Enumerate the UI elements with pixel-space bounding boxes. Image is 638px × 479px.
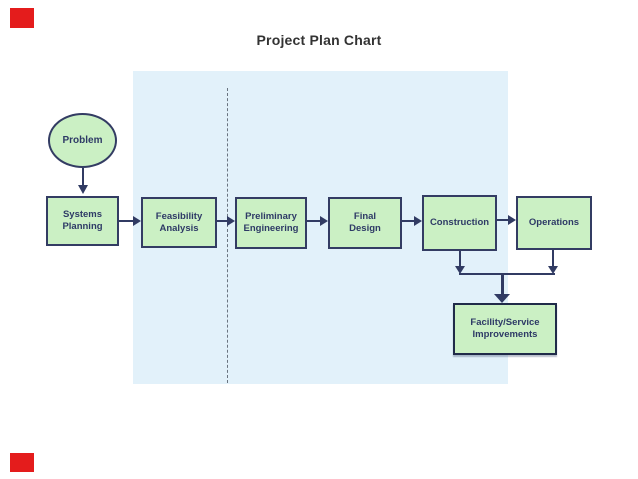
edge-facility-drop-line [501, 275, 504, 294]
node-facility-service-improvements: Facility/Service Improvements [453, 303, 557, 355]
page-title: Project Plan Chart [256, 32, 382, 48]
edge-construction-drop-line [459, 251, 461, 266]
edge-problem-systems-line [82, 168, 84, 185]
node-final-design-label-line2: Design [349, 223, 381, 234]
edge-operations-drop-line [552, 250, 554, 266]
node-feasibility-analysis-label-line2: Analysis [159, 222, 199, 234]
node-feasibility-analysis-label-line1: Feasibility [155, 210, 203, 222]
node-preliminary-engineering-label-line1: Preliminary [245, 211, 297, 222]
edge-facility-drop-arrowhead-icon [494, 294, 510, 303]
node-preliminary-engineering: Preliminary Engineering [235, 197, 307, 249]
edge-preliminary-final-arrowhead-icon [320, 216, 328, 226]
edge-operations-drop-arrowhead-icon [548, 266, 558, 274]
node-problem: Problem [48, 113, 117, 168]
edge-final-construction-line [402, 220, 415, 222]
edge-feasibility-preliminary-arrowhead-icon [227, 216, 235, 226]
edge-collector-line [459, 273, 555, 275]
node-systems-planning: Systems Planning [46, 196, 119, 246]
edge-problem-systems-arrowhead-icon [78, 185, 88, 194]
edge-preliminary-final-line [307, 220, 321, 222]
red-marker-top-left [10, 8, 34, 28]
node-systems-planning-label-line2: Planning [62, 221, 103, 232]
node-operations: Operations [516, 196, 592, 250]
node-facility-label-line2: Improvements [472, 329, 538, 340]
node-preliminary-engineering-label-line2: Engineering [243, 223, 299, 234]
node-operations-label: Operations [528, 217, 580, 228]
node-problem-label: Problem [62, 134, 103, 146]
node-construction-label: Construction [429, 217, 490, 228]
node-systems-planning-label-line1: Systems [62, 209, 103, 220]
node-final-design: Final Design [328, 197, 402, 249]
node-facility-label-line1: Facility/Service [470, 317, 540, 328]
edge-feasibility-preliminary-line [217, 220, 228, 222]
edge-construction-operations-line [497, 219, 509, 221]
edge-systems-feasibility-line [119, 220, 134, 222]
dashed-phase-divider [227, 88, 228, 383]
red-marker-bottom-left [10, 453, 34, 472]
node-feasibility-analysis: Feasibility Analysis [141, 197, 217, 248]
edge-final-construction-arrowhead-icon [414, 216, 422, 226]
node-final-design-label-line1: Final [353, 211, 377, 222]
node-construction: Construction [422, 195, 497, 251]
edge-systems-feasibility-arrowhead-icon [133, 216, 141, 226]
edge-construction-operations-arrowhead-icon [508, 215, 516, 225]
edge-construction-drop-arrowhead-icon [455, 266, 465, 274]
